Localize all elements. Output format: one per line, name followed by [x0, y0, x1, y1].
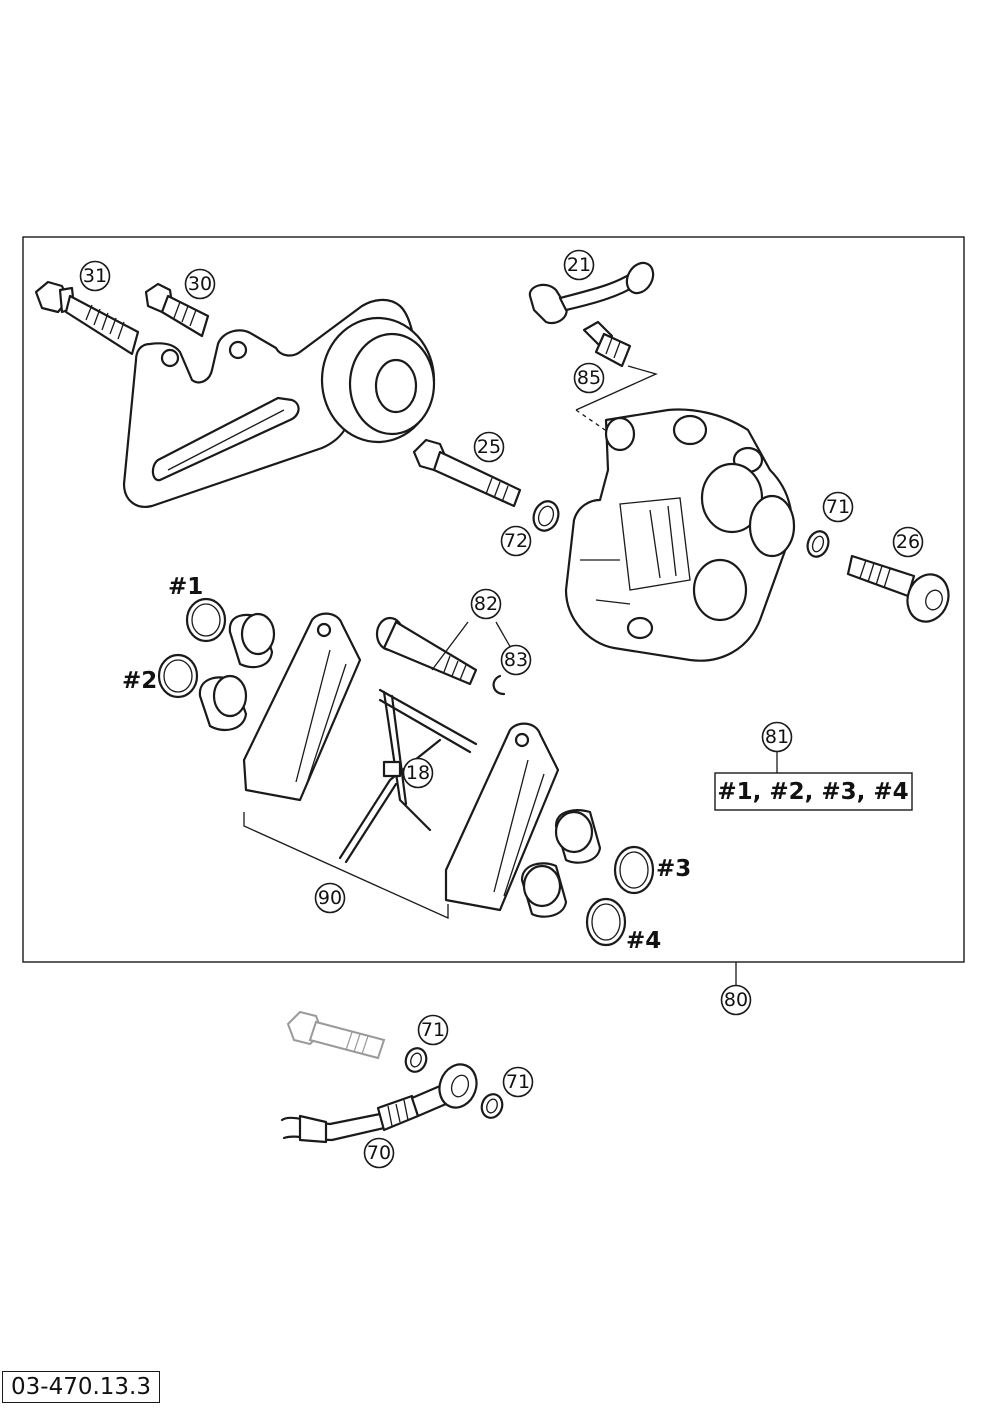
svg-text:83: 83: [504, 649, 528, 671]
seal-group-2: [157, 653, 199, 699]
svg-text:18: 18: [406, 762, 430, 784]
svg-text:71: 71: [421, 1019, 445, 1041]
svg-text:82: 82: [474, 593, 498, 615]
banjo-bolt-grey: [286, 1010, 386, 1060]
caliper-bracket: [122, 298, 436, 508]
svg-text:81: 81: [765, 726, 789, 748]
pad-pin-82: [375, 616, 478, 686]
kit-label: #1, #2, #3, #4: [717, 779, 908, 805]
svg-text:26: 26: [896, 531, 920, 553]
caliper-body: [564, 408, 796, 662]
callout-25: 25: [473, 431, 505, 463]
drawing-number: 03-470.13.3: [2, 1371, 160, 1403]
leader-lines: [243, 365, 778, 985]
bleeder-valve-85: [582, 320, 632, 368]
brake-pad-right: [444, 722, 560, 912]
piston-1: [228, 612, 276, 669]
kit-box: [714, 772, 913, 811]
seal-group-3: [613, 845, 655, 895]
callout-71-mid: 71: [417, 1014, 449, 1046]
svg-text:31: 31: [83, 265, 107, 287]
svg-text:21: 21: [567, 254, 591, 276]
callout-70: 70: [363, 1137, 395, 1169]
callout-21: 21: [563, 249, 595, 281]
svg-text:70: 70: [367, 1142, 391, 1164]
pad-spring-18: [338, 688, 478, 864]
seal-group-1: [185, 597, 227, 643]
callout-71-top: 71: [822, 491, 854, 523]
svg-text:72: 72: [504, 530, 528, 552]
callout-90: 90: [314, 882, 346, 914]
washer-71-mid: [404, 1047, 428, 1073]
callout-81: 81: [761, 721, 793, 753]
brake-hose-70: [280, 1063, 478, 1144]
svg-text:25: 25: [477, 436, 501, 458]
callout-71-low: 71: [502, 1066, 534, 1098]
svg-text:90: 90: [318, 887, 342, 909]
group-label-1: #1: [168, 574, 203, 600]
svg-text:85: 85: [577, 367, 601, 389]
seal-group-4: [585, 897, 627, 947]
bolt-30: [144, 282, 210, 338]
callout-31: 31: [79, 260, 111, 292]
group-label-2: #2: [122, 668, 157, 694]
callout-26: 26: [892, 526, 924, 558]
washer-71-top: [806, 530, 830, 558]
brake-pad-left: [242, 612, 362, 802]
callout-72: 72: [500, 525, 532, 557]
washer-72: [532, 500, 560, 532]
callout-83: 83: [500, 644, 532, 676]
callout-18: 18: [402, 757, 434, 789]
svg-text:71: 71: [826, 496, 850, 518]
bolt-26: [846, 554, 950, 623]
callout-82: 82: [470, 588, 502, 620]
piston-4: [520, 862, 568, 918]
clip-83: [492, 674, 506, 696]
svg-text:71: 71: [506, 1071, 530, 1093]
svg-text:80: 80: [724, 989, 748, 1011]
callout-30: 30: [184, 268, 216, 300]
piston-2: [198, 674, 248, 732]
washer-71-low: [480, 1093, 504, 1119]
svg-text:30: 30: [188, 273, 212, 295]
group-label-3: #3: [656, 856, 691, 882]
assembly-frame: [22, 236, 965, 963]
piston-3: [554, 809, 602, 864]
bleeder-cap-21: [528, 261, 655, 325]
bolt-31: [34, 280, 140, 356]
callout-85: 85: [573, 362, 605, 394]
callout-80: 80: [720, 984, 752, 1016]
group-label-4: #4: [626, 928, 661, 954]
bolt-25: [412, 438, 522, 508]
